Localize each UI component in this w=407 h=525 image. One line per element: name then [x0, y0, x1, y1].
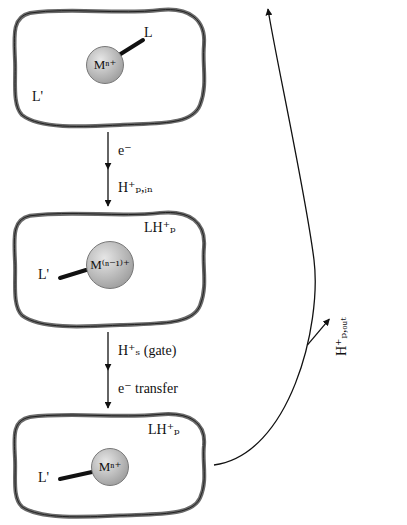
step-label: H⁺ₚ,ᵢₙ: [118, 180, 153, 195]
ligand-bond: [60, 270, 86, 278]
ligand-bond: [60, 472, 92, 479]
step-label: H⁺ₛ (gate): [118, 343, 176, 358]
step-label: e⁻: [118, 143, 132, 158]
metal-ion: Mⁿ⁺: [86, 46, 124, 84]
ligand-label: L': [32, 89, 43, 104]
ligand-label: L: [144, 25, 153, 40]
metal-label: Mⁿ⁺: [99, 460, 122, 474]
protein-outline: L L' Mⁿ⁺: [10, 5, 210, 130]
proton-out-label: H⁺ₚ,ₒᵤₜ: [334, 318, 349, 357]
metal-label: M⁽ⁿ⁻¹⁾⁺: [90, 258, 130, 272]
step-label: e⁻ transfer: [118, 381, 178, 396]
ligand-label: L': [38, 470, 49, 485]
protein-outline: LH⁺ₚL' M⁽ⁿ⁻¹⁾⁺: [10, 208, 210, 330]
step-arrow: [107, 132, 108, 169]
metal-ion: Mⁿ⁺: [91, 448, 129, 486]
step-arrow: [107, 169, 108, 206]
metal-label: Mⁿ⁺: [94, 58, 117, 72]
ligand-bond: [119, 40, 143, 55]
step-arrow: [107, 370, 108, 408]
ligand-label: LH⁺ₚ: [144, 220, 176, 235]
ligand-label: LH⁺ₚ: [148, 422, 180, 437]
ligand-label: L': [38, 267, 49, 282]
step-arrow: [214, 9, 315, 465]
metal-ion: M⁽ⁿ⁻¹⁾⁺: [86, 241, 134, 289]
step-arrow: [107, 332, 108, 370]
protein-outline: LH⁺ₚL' Mⁿ⁺: [10, 410, 210, 520]
